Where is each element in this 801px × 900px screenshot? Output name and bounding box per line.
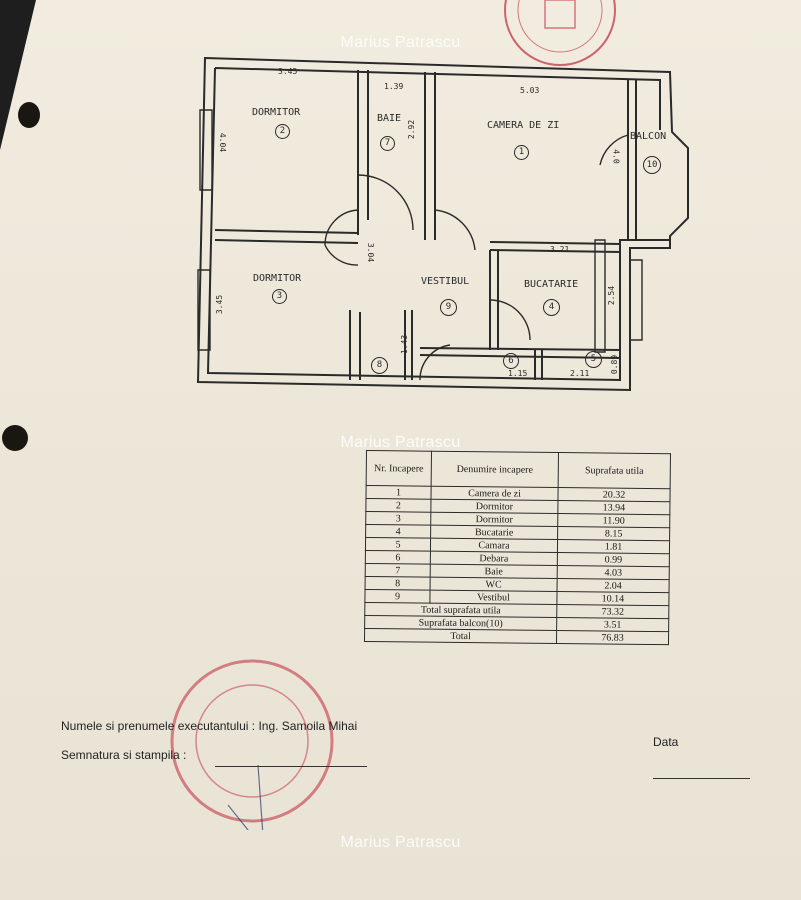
- room-num-1: 1: [514, 145, 529, 160]
- cell: 8: [365, 576, 431, 591]
- cell: Dormitor: [430, 499, 558, 514]
- cell: Dormitor: [430, 512, 558, 527]
- cell: 4: [365, 524, 431, 539]
- cell: Debara: [430, 551, 558, 566]
- cell: 20.32: [557, 487, 671, 502]
- dim-label: 1.15: [508, 369, 528, 378]
- room-num-8: 8: [371, 357, 388, 374]
- header-nr: Nr. Incapere: [366, 450, 432, 487]
- cell: 11.90: [557, 513, 670, 528]
- dim-label: 3.45: [215, 294, 225, 315]
- dim-label: 4.0: [611, 149, 621, 164]
- date-label: Data: [653, 735, 679, 749]
- dim-label: 1.43: [400, 334, 410, 355]
- dim-label: 0.89: [610, 354, 620, 375]
- floor-plan: [196, 56, 689, 392]
- cell: 13.94: [557, 500, 670, 515]
- dim-label: 4.04: [218, 132, 228, 153]
- balcon-value: 3.51: [556, 617, 669, 632]
- room-label-bucatarie: BUCATARIE: [524, 279, 579, 290]
- cell: 3: [365, 511, 431, 526]
- cell: 2: [365, 498, 431, 513]
- signature-label: Semnatura si stampila :: [61, 748, 187, 762]
- cell: Vestibul: [429, 590, 558, 605]
- total-label: Total: [364, 628, 557, 644]
- room-label-camera-de-zi: CAMERA DE ZI: [487, 120, 560, 131]
- room-num-7: 7: [380, 136, 395, 151]
- cell: 6: [365, 550, 431, 565]
- cell: 0.99: [557, 552, 670, 567]
- cell: Camara: [430, 538, 558, 553]
- dim-label: 5.03: [520, 86, 540, 95]
- dim-label: 3.04: [366, 242, 376, 263]
- dim-label: 3.21: [550, 245, 570, 254]
- room-num-5: 5: [585, 351, 602, 368]
- dark-corner: [0, 0, 36, 150]
- watermark-middle: Marius Patrascu: [340, 434, 461, 451]
- cell: Baie: [430, 564, 558, 579]
- room-num-4: 4: [543, 299, 560, 316]
- cell: 1: [365, 485, 432, 500]
- cell: 1.81: [557, 539, 670, 554]
- room-label-dormitor-2: DORMITOR: [252, 107, 301, 118]
- room-num-9: 9: [440, 299, 457, 316]
- cell: 5: [365, 537, 431, 552]
- watermark-bottom: Marius Patrascu: [340, 834, 461, 851]
- dim-label: 2.11: [570, 369, 590, 378]
- cell: 2.04: [557, 578, 670, 593]
- dim-label: 1.39: [384, 82, 404, 91]
- cell: 10.14: [556, 591, 670, 606]
- cell: WC: [430, 577, 558, 592]
- total-utila-value: 73.32: [556, 604, 669, 619]
- cell: Bucatarie: [430, 525, 558, 540]
- room-num-3: 3: [272, 289, 287, 304]
- date-line: [653, 778, 750, 779]
- dim-label: 2.92: [407, 119, 417, 140]
- room-label-dormitor-3: DORMITOR: [253, 273, 302, 284]
- header-suprafata: Suprafata utila: [558, 452, 671, 489]
- cell: 7: [365, 563, 431, 578]
- dim-label: 3.45: [278, 67, 298, 76]
- cell: 9: [364, 589, 431, 604]
- signature-line: [215, 766, 367, 767]
- cell: 4.03: [557, 565, 670, 580]
- table-header-row: Nr. Incapere Denumire incapere Suprafata…: [366, 450, 671, 489]
- watermark-top: Marius Patrascu: [340, 34, 461, 51]
- executant-line: Numele si prenumele executantului : Ing.…: [61, 719, 358, 733]
- total-value: 76.83: [556, 630, 669, 645]
- room-label-vestibul: VESTIBUL: [421, 276, 470, 287]
- binder-hole-bottom: [2, 425, 28, 451]
- area-table: Nr. Incapere Denumire incapere Suprafata…: [364, 450, 671, 681]
- room-num-2: 2: [275, 124, 290, 139]
- dim-label: 2.54: [607, 285, 617, 306]
- official-stamp: [170, 659, 334, 830]
- room-num-6: 6: [503, 353, 519, 369]
- cell: 8.15: [557, 526, 670, 541]
- top-stamp: [504, 0, 616, 66]
- room-label-balcon: BALCON: [630, 131, 667, 142]
- room-label-baie: BAIE: [377, 113, 402, 124]
- cell: Camera de zi: [430, 486, 559, 501]
- room-num-10: 10: [643, 156, 661, 174]
- header-denumire: Denumire incapere: [431, 451, 559, 488]
